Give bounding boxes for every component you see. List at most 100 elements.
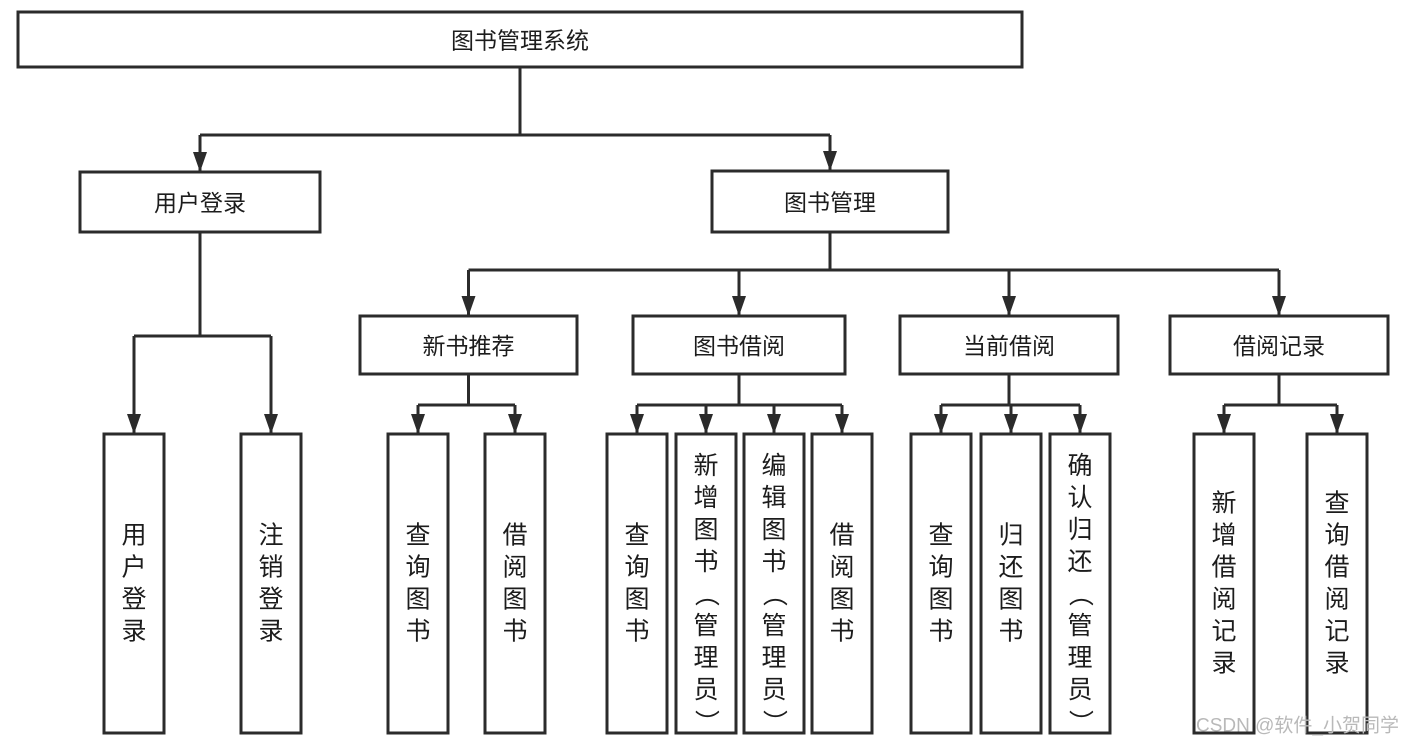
node-label-borrow-record: 借阅记录: [1233, 333, 1325, 359]
node-box-bb-add-book: [674, 432, 738, 735]
node-new-book-recommend[interactable]: 新书推荐: [358, 314, 579, 376]
node-label-bb-edit-book: 管: [761, 612, 786, 640]
node-label-cb-confirm-return: 确: [1067, 452, 1092, 480]
node-label-new-book-recommend: 新书推荐: [423, 333, 515, 359]
node-book-management[interactable]: 图书管理: [710, 169, 950, 234]
arrowhead-icon-user-login-leaf: [127, 414, 141, 434]
node-label-br-add-record: 借: [1211, 554, 1236, 582]
node-label-user-logout-leaf: 注: [258, 522, 283, 550]
node-label-bb-add-book: 书: [693, 548, 718, 576]
node-box-bb-borrow-book: [810, 432, 874, 735]
node-label-bb-add-book: 新: [693, 452, 718, 480]
node-label-bb-edit-book: 员: [761, 676, 786, 704]
node-label-cb-query-book: 查: [928, 522, 953, 550]
node-label-bb-add-book: 增: [693, 484, 718, 512]
arrowhead-icon-bb-query-book: [630, 414, 644, 434]
node-borrow-record[interactable]: 借阅记录: [1168, 314, 1390, 376]
node-label-bb-edit-book: 图: [761, 516, 786, 544]
node-label-cb-confirm-return: 认: [1067, 484, 1092, 512]
node-box-user-login: [78, 170, 322, 234]
node-undefined[interactable]: 图书管理系统: [16, 10, 1024, 69]
node-label-bb-edit-book: （: [760, 581, 788, 606]
node-label-user-logout-leaf: 销: [258, 554, 283, 582]
node-label-user-logout-leaf: 登: [258, 586, 283, 614]
node-box-bb-query-book: [605, 432, 669, 735]
node-label-cb-return-book: 图: [998, 586, 1023, 614]
node-box-borrow-record: [1168, 314, 1390, 376]
node-label-cb-confirm-return: 还: [1067, 548, 1092, 576]
node-current-borrow[interactable]: 当前借阅: [898, 314, 1120, 376]
node-label-cb-confirm-return: 员: [1067, 676, 1092, 704]
node-box-br-query-record: [1305, 432, 1369, 735]
node-box-user-logout-leaf: [239, 432, 303, 735]
node-box-br-add-record: [1192, 432, 1256, 735]
node-label-bb-edit-book: 理: [761, 644, 786, 672]
node-label-nb-borrow-book: 阅: [502, 554, 527, 582]
node-label-bb-edit-book: 编: [761, 452, 786, 480]
node-label-br-query-record: 查: [1324, 490, 1349, 518]
node-label-nb-borrow-book: 图: [502, 586, 527, 614]
node-label-bb-query-book: 询: [624, 554, 649, 582]
node-box-book-borrow: [631, 314, 847, 376]
node-label-bb-add-book: 员: [693, 676, 718, 704]
node-label-bb-borrow-book: 阅: [829, 554, 854, 582]
node-label-br-query-record: 询: [1324, 522, 1349, 550]
node-label-nb-query-book: 询: [405, 554, 430, 582]
node-label-cb-confirm-return: 归: [1067, 516, 1092, 544]
node-label-user-login-leaf: 录: [121, 618, 146, 646]
connector-layer: [127, 67, 1344, 434]
node-label-bb-borrow-book: 借: [829, 522, 854, 550]
node-label-cb-query-book: 书: [928, 618, 953, 646]
node-label-bb-edit-book: 辑: [761, 484, 786, 512]
arrowhead-icon-user-login: [193, 152, 207, 172]
node-label-br-query-record: 记: [1324, 618, 1349, 646]
node-label-cb-confirm-return: ）: [1066, 709, 1094, 734]
node-label-bb-borrow-book: 书: [829, 618, 854, 646]
node-label-br-add-record: 录: [1211, 650, 1236, 678]
node-label-nb-borrow-book: 借: [502, 522, 527, 550]
node-box-cb-return-book: [979, 432, 1043, 735]
node-user-login-leaf[interactable]: 用户登录: [102, 432, 166, 735]
node-label-cb-confirm-return: 理: [1067, 644, 1092, 672]
node-label-cb-confirm-return: （: [1066, 581, 1094, 606]
node-label-book-management: 图书管理: [784, 190, 876, 216]
node-label-br-query-record: 借: [1324, 554, 1349, 582]
node-label-cb-return-book: 书: [998, 618, 1023, 646]
node-box-book-management: [710, 169, 950, 234]
node-label-cb-query-book: 图: [928, 586, 953, 614]
node-label-bb-edit-book: ）: [760, 709, 788, 734]
node-box-cb-query-book: [909, 432, 973, 735]
arrowhead-icon-user-logout-leaf: [264, 414, 278, 434]
node-book-borrow[interactable]: 图书借阅: [631, 314, 847, 376]
node-label-br-query-record: 录: [1324, 650, 1349, 678]
node-box-nb-borrow-book: [483, 432, 547, 735]
node-label-bb-add-book: （: [692, 581, 720, 606]
node-label-br-query-record: 阅: [1324, 586, 1349, 614]
csdn-watermark: CSDN @软件_小贺同学: [1196, 715, 1399, 737]
node-label-nb-query-book: 图: [405, 586, 430, 614]
node-label-nb-query-book: 查: [405, 522, 430, 550]
node-box-undefined: [16, 10, 1024, 69]
node-user-login[interactable]: 用户登录: [78, 170, 322, 234]
node-label-bb-add-book: ）: [692, 709, 720, 734]
node-label-user-login-leaf: 登: [121, 586, 146, 614]
arrowhead-icon-nb-query-book: [411, 414, 425, 434]
node-box-bb-edit-book: [742, 432, 806, 735]
node-label-bb-query-book: 书: [624, 618, 649, 646]
node-label-current-borrow: 当前借阅: [963, 333, 1055, 359]
node-label-br-add-record: 增: [1211, 522, 1236, 550]
node-label-bb-query-book: 图: [624, 586, 649, 614]
